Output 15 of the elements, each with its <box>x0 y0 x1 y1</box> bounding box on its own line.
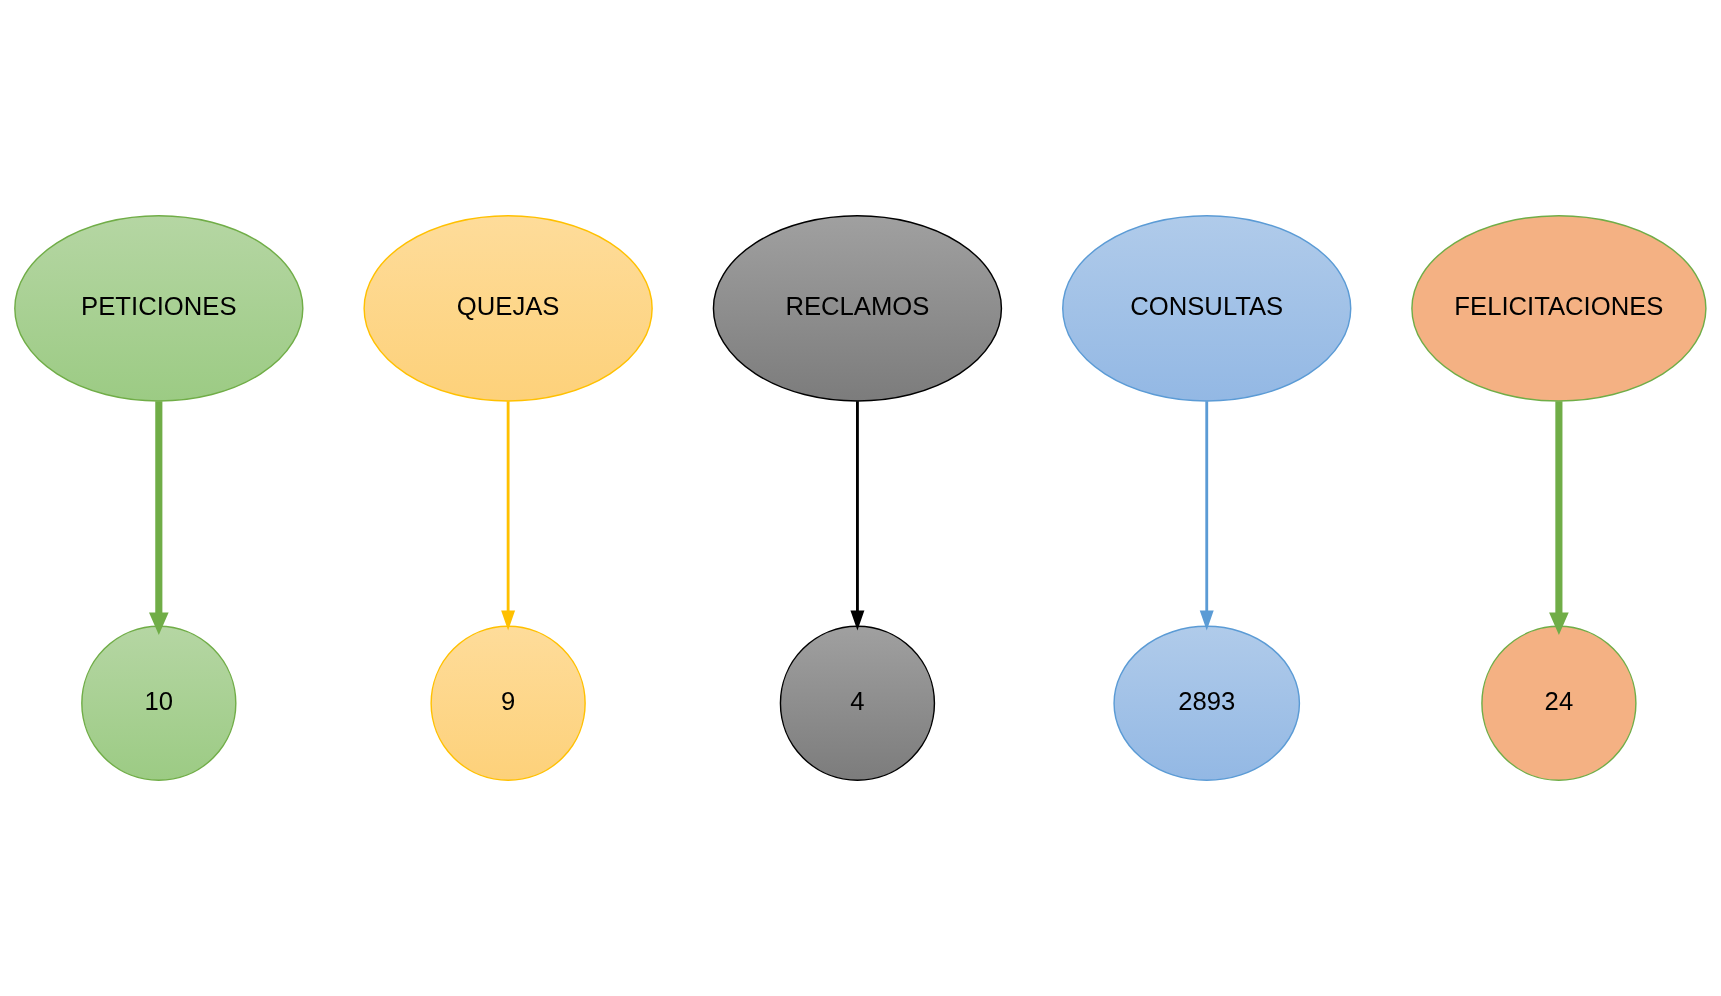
node-circle: 9 <box>430 625 586 781</box>
arrow <box>501 401 516 631</box>
node-ellipse: FELICITACIONES <box>1411 215 1707 402</box>
arrow <box>1199 401 1214 631</box>
node-circle: 4 <box>779 625 936 781</box>
arrow <box>850 401 865 631</box>
arrow <box>1549 401 1569 636</box>
node-ellipse: CONSULTAS <box>1062 215 1352 402</box>
node-circle: 24 <box>1481 625 1637 781</box>
node-ellipse: RECLAMOS <box>712 215 1003 402</box>
arrow <box>149 401 169 636</box>
node-circle: 10 <box>81 625 237 781</box>
node-ellipse: 2893 <box>1113 625 1301 781</box>
node-ellipse: QUEJAS <box>363 215 653 402</box>
node-ellipse: PETICIONES <box>14 215 304 402</box>
